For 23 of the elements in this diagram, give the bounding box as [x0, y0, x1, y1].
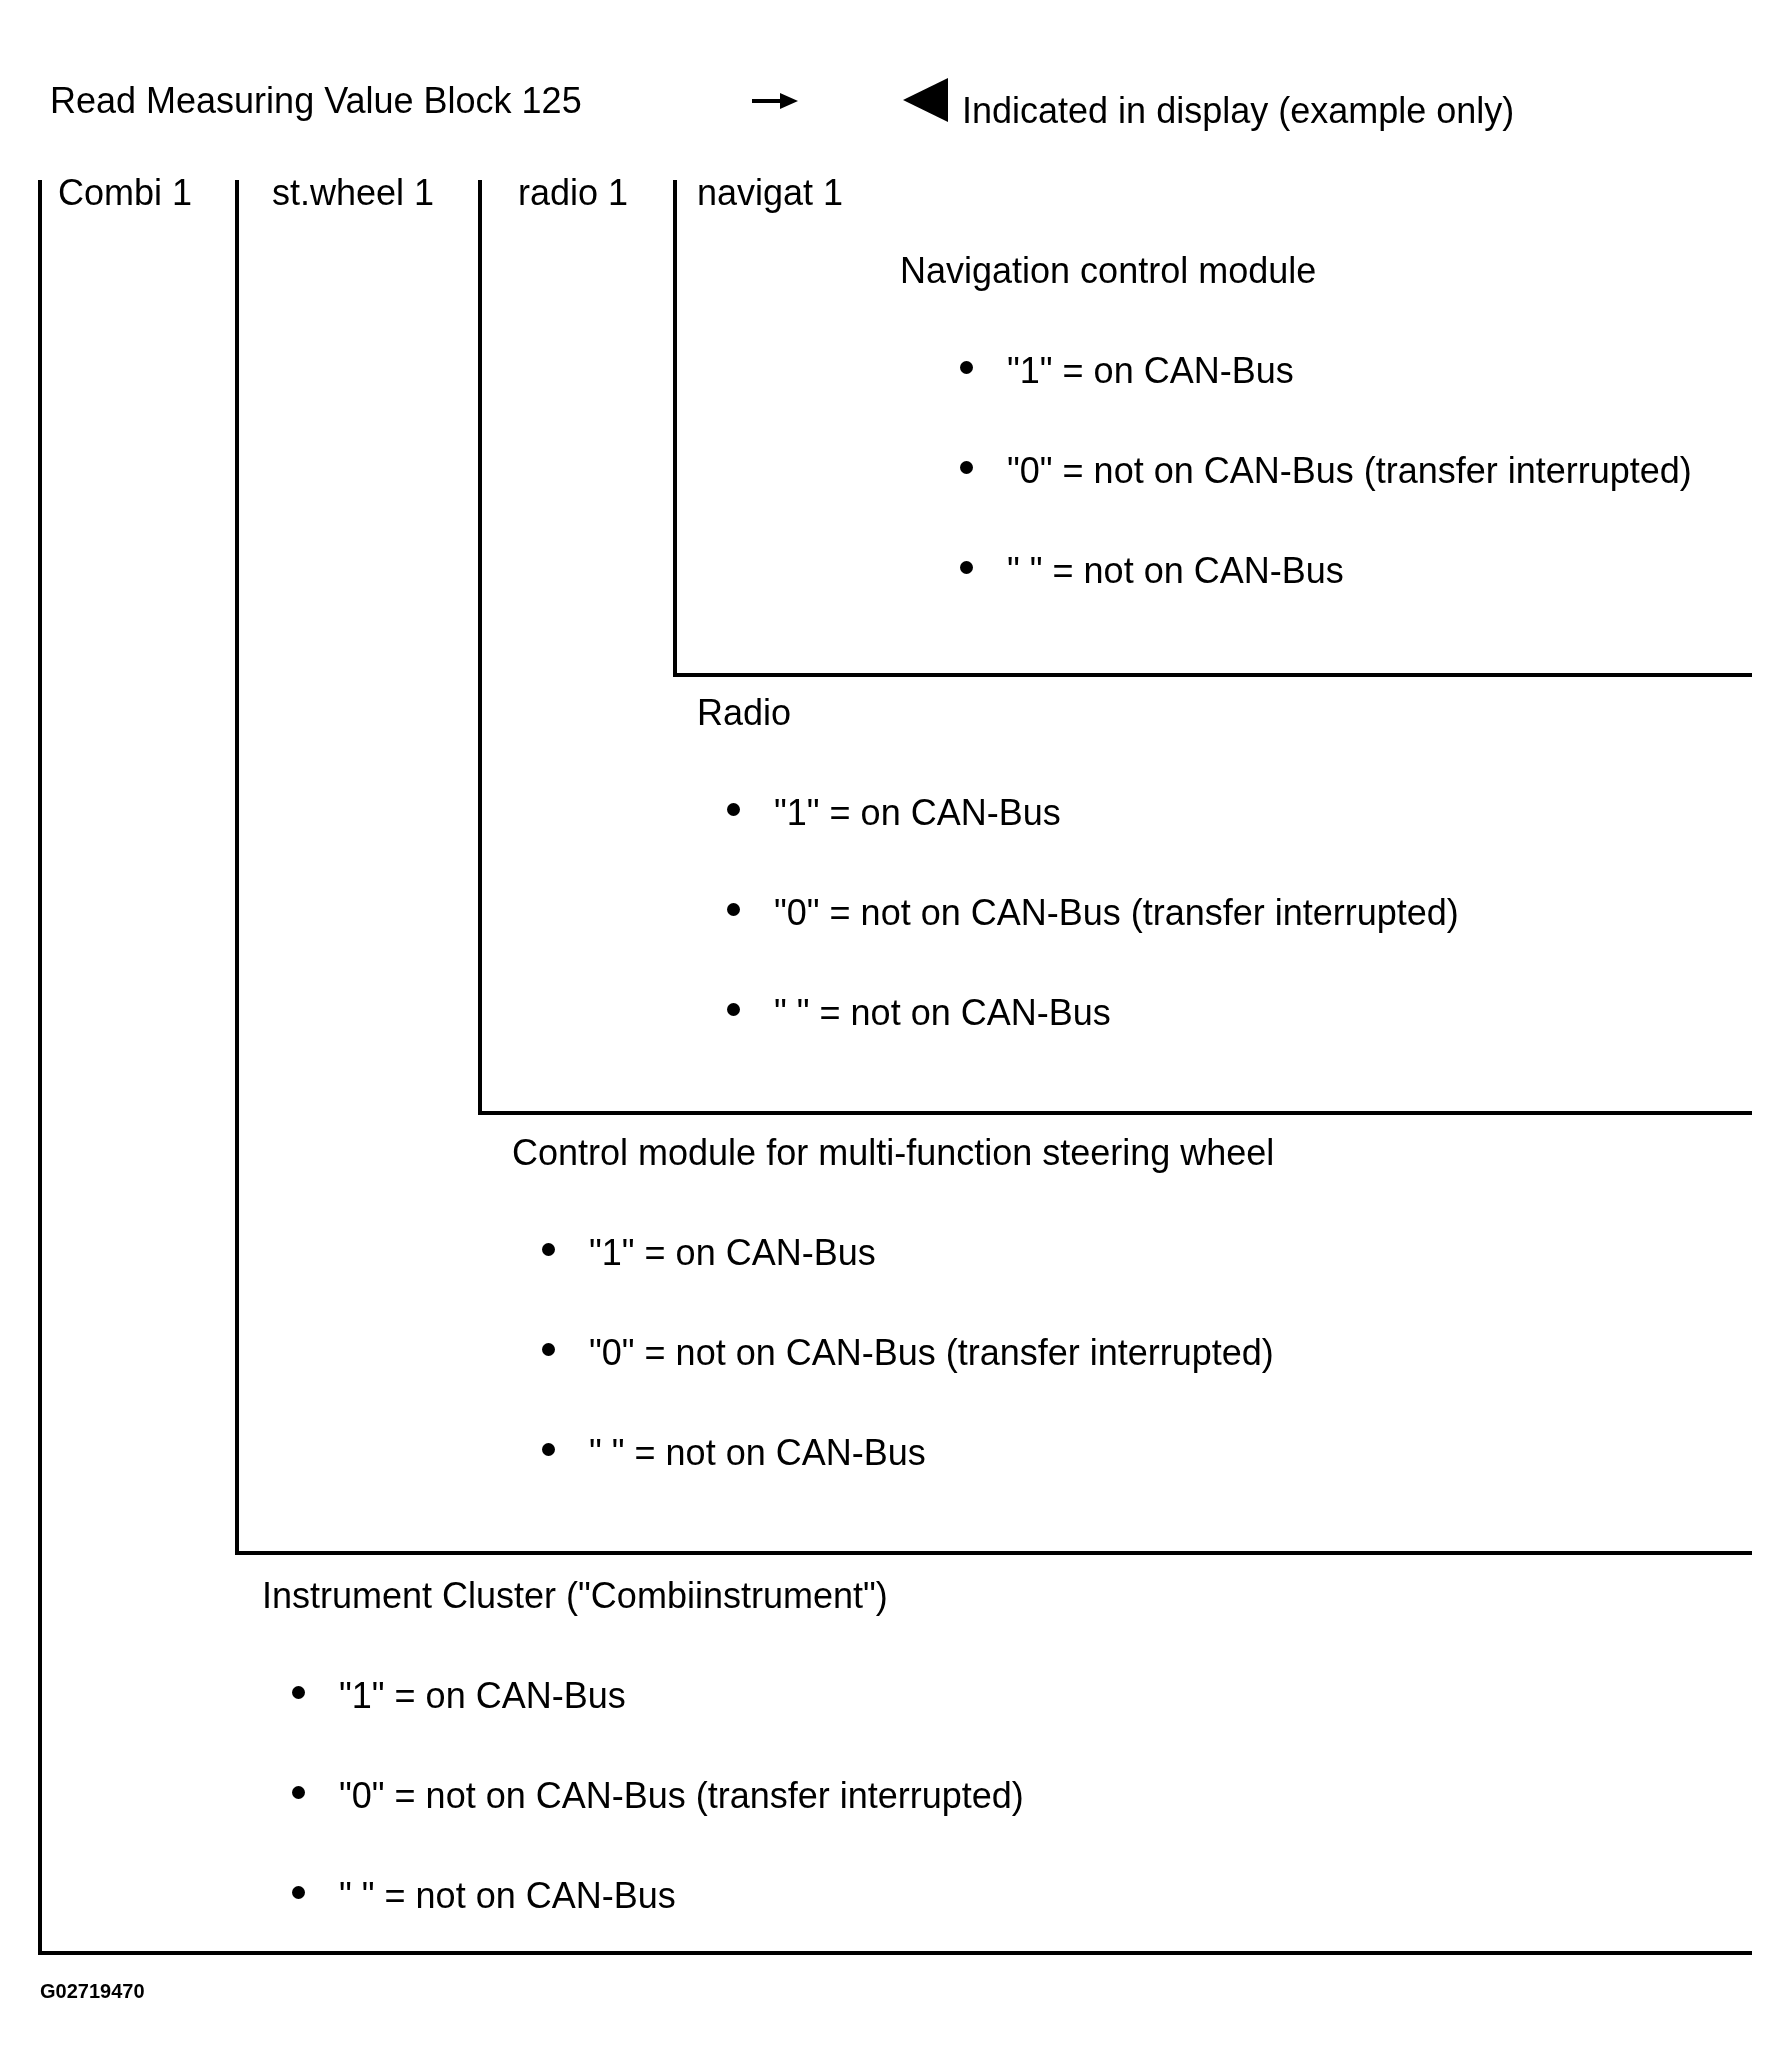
section-heading: Navigation control module — [900, 250, 1317, 292]
bullet-item: " " = not on CAN-Bus — [542, 1432, 926, 1474]
bullet-item: " " = not on CAN-Bus — [292, 1875, 676, 1917]
bullet-item: "0" = not on CAN-Bus (transfer interrupted) — [960, 450, 1692, 492]
section-heading: Radio — [697, 692, 792, 734]
bullet-item: "1" = on CAN-Bus — [292, 1675, 626, 1717]
bullet-item: "1" = on CAN-Bus — [727, 792, 1061, 834]
bullet-item: " " = not on CAN-Bus — [960, 550, 1344, 592]
heading-text: Read Measuring Value Block 125 — [50, 80, 582, 122]
section-heading: Instrument Cluster ("Combiinstrument") — [262, 1575, 888, 1617]
figure-id: G02719470 — [40, 1979, 145, 2004]
display-field-label: radio 1 — [480, 172, 629, 214]
section-heading: Control module for multi-function steering wheel — [512, 1132, 1275, 1174]
bullet-item: "0" = not on CAN-Bus (transfer interrupted) — [727, 892, 1459, 934]
bullet-item: "1" = on CAN-Bus — [960, 350, 1294, 392]
display-field-label: navigat 1 — [675, 172, 844, 214]
bullet-item: "1" = on CAN-Bus — [542, 1232, 876, 1274]
display-field-label: st.wheel 1 — [237, 172, 435, 214]
display-field-label: Combi 1 — [40, 172, 193, 214]
note-text: Indicated in display (example only) — [962, 90, 1515, 132]
bullet-item: " " = not on CAN-Bus — [727, 992, 1111, 1034]
bullet-item: "0" = not on CAN-Bus (transfer interrupted) — [292, 1775, 1024, 1817]
bullet-item: "0" = not on CAN-Bus (transfer interrupted) — [542, 1332, 1274, 1374]
